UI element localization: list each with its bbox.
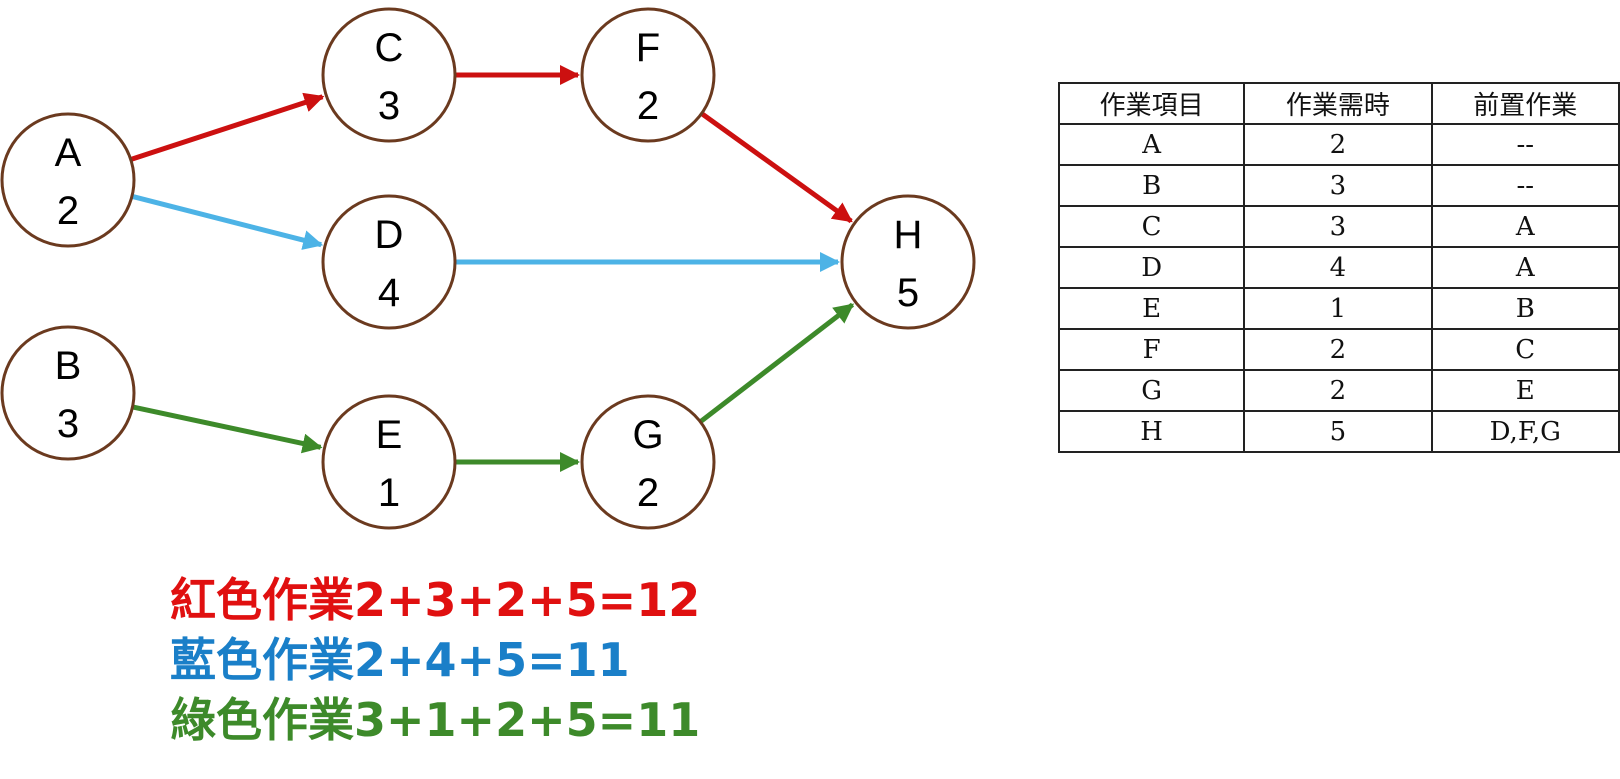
cell-predecessor: B (1430, 287, 1620, 330)
edge-a-to-c (129, 92, 325, 162)
legend-red-path: 紅色作業2+3+2+5=12 (170, 573, 701, 627)
cell-task: G (1057, 369, 1246, 412)
edge-g-to-h (698, 302, 855, 424)
cell-task: E (1057, 287, 1246, 330)
node-e: E1 (321, 394, 457, 530)
node-duration: 3 (378, 84, 400, 128)
cell-predecessor: D,F,G (1430, 410, 1620, 453)
table-row: B 3 -- (1057, 164, 1620, 207)
edge-f-to-h (700, 111, 853, 224)
node-label: F (636, 26, 660, 70)
task-table-container: 作業項目 作業需時 前置作業 A 2 -- B 3 -- C 3 A D (1057, 82, 1620, 453)
node-circle (0, 112, 136, 248)
node-label: B (55, 344, 82, 388)
cell-task: D (1057, 246, 1246, 289)
table-row: E 1 B (1057, 287, 1620, 330)
node-duration: 2 (637, 471, 659, 515)
legend-blue-path: 藍色作業2+4+5=11 (170, 633, 630, 687)
node-circle (321, 394, 457, 530)
cell-duration: 5 (1243, 410, 1433, 453)
cell-duration: 2 (1243, 369, 1433, 412)
cell-predecessor: A (1430, 246, 1620, 289)
cell-predecessor: -- (1430, 123, 1620, 166)
header-duration: 作業需時 (1243, 82, 1433, 125)
cell-duration: 4 (1243, 246, 1433, 289)
cell-predecessor: C (1430, 328, 1620, 371)
node-label: E (376, 413, 403, 457)
header-task: 作業項目 (1057, 82, 1246, 125)
node-d: D4 (321, 194, 457, 330)
node-b: B3 (0, 325, 136, 461)
cell-duration: 3 (1243, 164, 1433, 207)
table-row: H 5 D,F,G (1057, 410, 1620, 453)
node-label: C (375, 26, 404, 70)
table-row: F 2 C (1057, 328, 1620, 371)
node-circle (840, 194, 976, 330)
node-circle (0, 325, 136, 461)
cell-task: B (1057, 164, 1246, 207)
node-duration: 4 (378, 271, 400, 315)
node-h: H5 (840, 194, 976, 330)
node-duration: 2 (57, 189, 79, 233)
cell-task: C (1057, 205, 1246, 248)
edge-b-to-e (131, 404, 323, 454)
edges-layer (129, 65, 855, 472)
table-row: D 4 A (1057, 246, 1620, 289)
cell-task: A (1057, 123, 1246, 166)
node-circle (580, 7, 716, 143)
cell-duration: 3 (1243, 205, 1433, 248)
table-row: A 2 -- (1057, 123, 1620, 166)
cell-predecessor: A (1430, 205, 1620, 248)
node-label: D (375, 213, 404, 257)
edge-a-to-d (131, 193, 324, 250)
node-g: G2 (580, 394, 716, 530)
node-f: F2 (580, 7, 716, 143)
cell-duration: 2 (1243, 123, 1433, 166)
node-duration: 2 (637, 84, 659, 128)
node-duration: 1 (378, 471, 400, 515)
node-circle (321, 7, 457, 143)
node-c: C3 (321, 7, 457, 143)
cell-duration: 1 (1243, 287, 1433, 330)
node-label: H (894, 213, 923, 257)
node-duration: 5 (897, 271, 919, 315)
cell-duration: 2 (1243, 328, 1433, 371)
path-legend: 紅色作業2+3+2+5=12 藍色作業2+4+5=11 綠色作業3+1+2+5=… (170, 570, 700, 750)
node-circle (321, 194, 457, 330)
table-header-row: 作業項目 作業需時 前置作業 (1057, 82, 1620, 125)
node-duration: 3 (57, 402, 79, 446)
cell-task: F (1057, 328, 1246, 371)
cell-predecessor: -- (1430, 164, 1620, 207)
node-label: A (55, 131, 82, 175)
table-row: G 2 E (1057, 369, 1620, 412)
node-a: A2 (0, 112, 136, 248)
task-table: 作業項目 作業需時 前置作業 A 2 -- B 3 -- C 3 A D (1057, 82, 1620, 453)
table-row: C 3 A (1057, 205, 1620, 248)
node-label: G (632, 413, 663, 457)
node-circle (580, 394, 716, 530)
legend-green-path: 綠色作業3+1+2+5=11 (170, 693, 701, 747)
cell-predecessor: E (1430, 369, 1620, 412)
cell-task: H (1057, 410, 1246, 453)
header-predecessor: 前置作業 (1430, 82, 1620, 125)
